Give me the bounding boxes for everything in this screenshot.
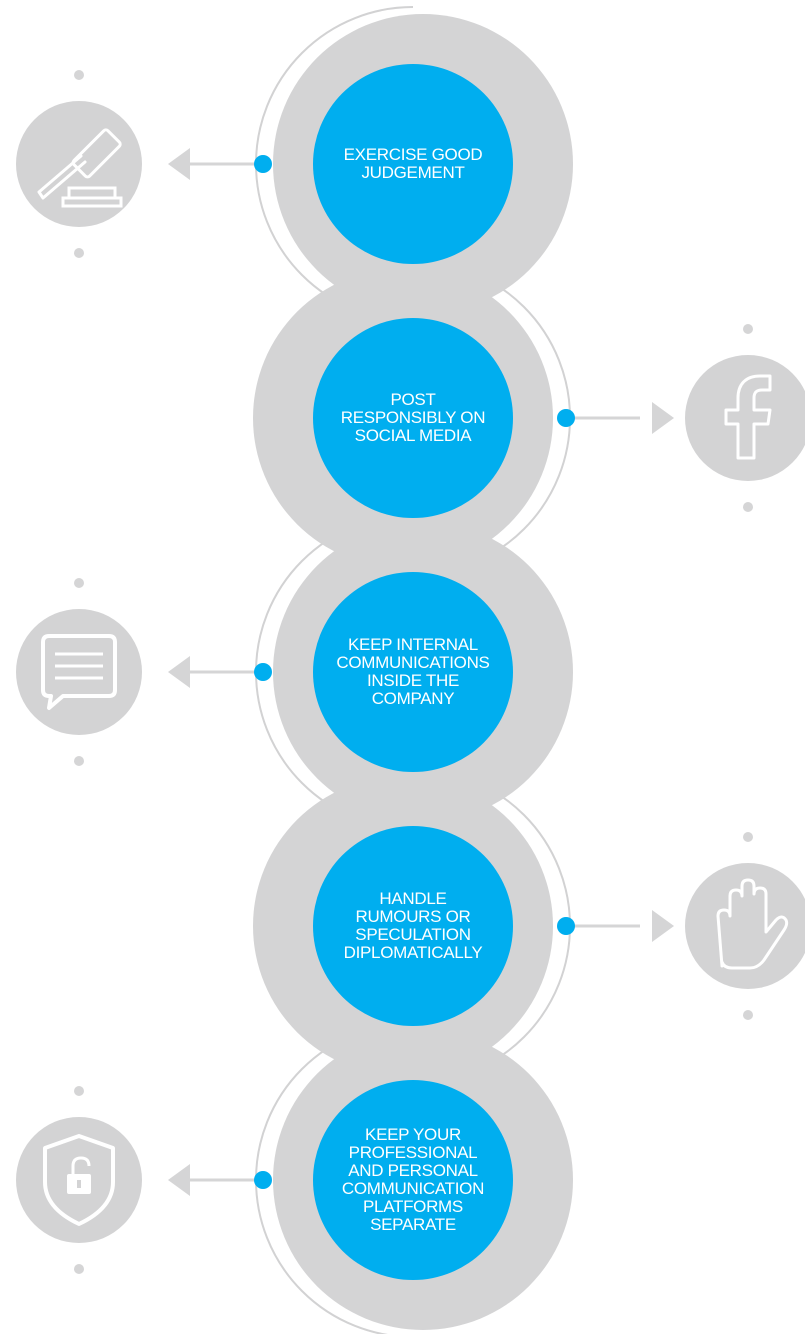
icon-circle [16,609,142,735]
decor-dot [74,578,84,588]
decor-dot [743,832,753,842]
step-label-line: SOCIAL MEDIA [354,426,472,445]
arrow-head [652,402,674,434]
decor-dot [743,324,753,334]
icon-circle [685,863,805,989]
step-circle [313,572,513,772]
step-circle [313,826,513,1026]
chat-bubble-icon [41,634,117,710]
connector-dot [557,409,575,427]
gavel-icon [37,128,123,208]
step-label-line: HANDLE [379,889,447,908]
step-label-line: COMMUNICATIONS [336,653,490,672]
step-label-line: AND PERSONAL [348,1161,478,1180]
step-label-line: RESPONSIBLY ON [340,408,486,427]
decor-dot [74,756,84,766]
step-label-line: KEEP YOUR [365,1125,461,1144]
step-label-line: RUMOURS OR [355,907,471,926]
step-label-line: EXERCISE GOOD [343,145,483,164]
connector-dot [254,663,272,681]
decor-dot [74,1264,84,1274]
step-label-line: PLATFORMS [363,1197,463,1216]
arrow-head [168,148,190,180]
decor-dot [74,248,84,258]
connector-dot [254,155,272,173]
arrow-head [168,1164,190,1196]
step-label-line: POST [390,390,436,409]
step-circle [313,64,513,264]
arrow-head [168,656,190,688]
step-label-line: PROFESSIONAL [348,1143,478,1162]
step-label-line: COMPANY [371,689,455,708]
step-label-line: SPECULATION [355,925,471,944]
step-label-line: INSIDE THE [366,671,460,690]
step-label-line: DIPLOMATICALLY [343,943,483,962]
facebook-icon [724,374,772,460]
step-circle [313,1080,513,1280]
arrow-head [652,910,674,942]
decor-dot [74,70,84,80]
step-label-line: JUDGEMENT [361,163,465,182]
decor-dot [743,502,753,512]
connector-dot [254,1171,272,1189]
connector-dot [557,917,575,935]
icon-circle [16,101,142,227]
step-label-line: SEPARATE [370,1215,456,1234]
step-label-line: KEEP INTERNAL [348,635,478,654]
decor-dot [74,1086,84,1096]
icon-circle [685,355,805,481]
step-label-line: COMMUNICATION [341,1179,485,1198]
step-circle [313,318,513,518]
hand-stop-icon [716,878,789,970]
decor-dot [743,1010,753,1020]
shield-lock-icon [43,1134,115,1226]
